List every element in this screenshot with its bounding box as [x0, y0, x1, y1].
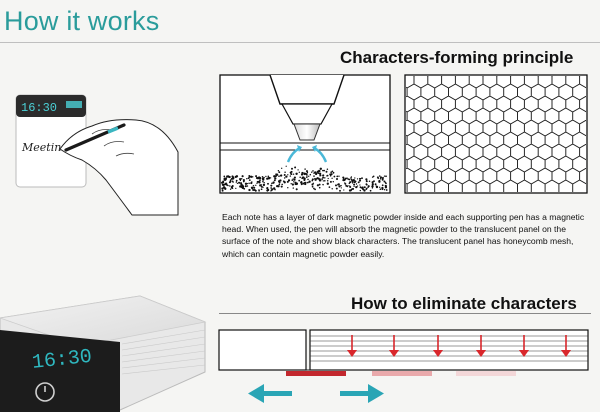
eliminate-divider: [219, 313, 591, 314]
title-divider: [0, 42, 600, 43]
slide-arrows: [248, 384, 384, 403]
honeycomb-mesh: [406, 76, 586, 192]
page-title: How it works: [4, 6, 160, 36]
principle-heading: Characters-forming principle: [340, 48, 574, 67]
erased-trace: [286, 371, 346, 376]
device-clock: 16:30: [21, 101, 57, 115]
eliminate-diagram: [218, 329, 589, 403]
magnetic-pen-diagram: [219, 74, 391, 194]
eliminator-device-illustration: 16:30: [0, 295, 207, 412]
power-button-icon[interactable]: [35, 382, 55, 402]
eraser-slider: [218, 329, 307, 371]
note-device-illustration: 16:30 Meetin: [15, 94, 179, 216]
battery-icon: [66, 101, 82, 108]
magnetic-powder: [220, 165, 388, 192]
hand-icon: [59, 119, 179, 216]
device-display: [16, 95, 86, 117]
eliminate-heading: How to eliminate characters: [351, 294, 577, 313]
principle-description: Each note has a layer of dark magnetic p…: [222, 212, 585, 259]
magnet-force-arrows: [347, 335, 571, 357]
handwriting-text: Meetin: [21, 141, 61, 154]
